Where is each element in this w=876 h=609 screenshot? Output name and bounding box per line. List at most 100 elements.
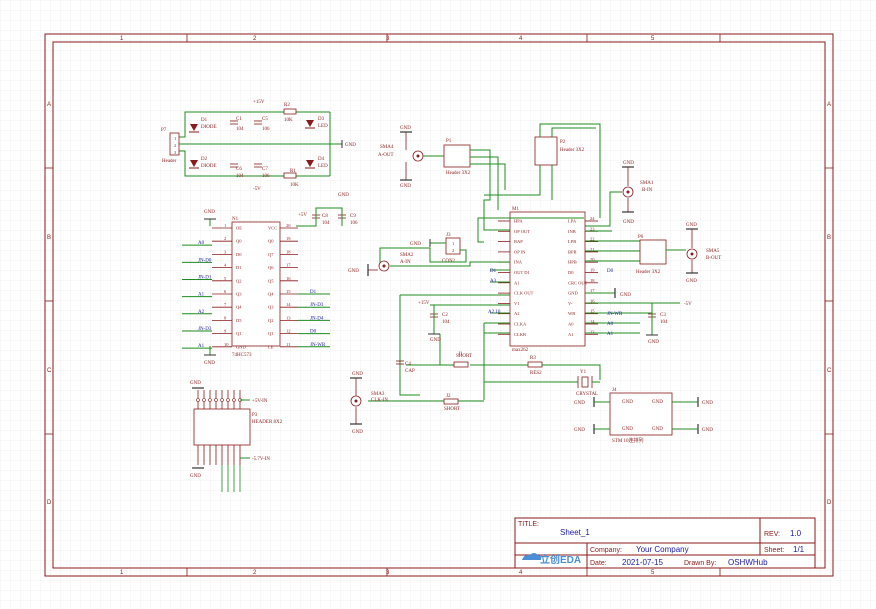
- capacitor-c5[interactable]: C5 106: [254, 117, 270, 132]
- n1-right-pin-name: Q5: [268, 278, 274, 283]
- d3-ref: D3: [318, 117, 325, 122]
- c6-ref: C6: [236, 167, 242, 172]
- m1-right-pin-num: 23: [590, 226, 595, 231]
- n1-ref: N1: [232, 217, 239, 222]
- diode-d1[interactable]: D1 DIODE: [189, 118, 217, 133]
- gnd-j4-4: GND: [702, 428, 713, 433]
- m1-left-pin: CLK OUT: [498, 291, 534, 296]
- sma4-connector[interactable]: GND GND SMA4 A-OUT: [378, 126, 424, 189]
- j4-pin-gnd-4: GND: [652, 427, 663, 432]
- j4-pin-gnd-1: GND: [622, 400, 633, 405]
- n1-left-net-label: A1: [198, 293, 205, 298]
- m1-right-pin-num: 22: [590, 237, 595, 242]
- m1-left-pin-name: BAP: [514, 239, 523, 244]
- gnd-p3-top: GND: [190, 381, 201, 386]
- zone-top-5: 5: [651, 36, 655, 42]
- zone-left-d: D: [47, 500, 52, 506]
- n1-left-pin-name: D5: [236, 318, 242, 323]
- capacitor-c7[interactable]: C7 106: [254, 163, 270, 179]
- n1-right-pin-num: 14: [286, 302, 291, 307]
- m1-right-pin-name: GND: [568, 291, 578, 296]
- n1-left-pin-2: Q02: [212, 236, 242, 244]
- p2-name: Header 3X2: [560, 148, 585, 153]
- net-m1-a0: A0: [607, 322, 614, 327]
- n1-right-pin-name: Q1: [268, 331, 274, 336]
- led-d4[interactable]: D4 LED: [305, 157, 328, 169]
- resistor-r2[interactable]: R2 10K: [283, 103, 297, 123]
- sma1-connector[interactable]: GND GND SMA1 B-IN: [622, 161, 654, 225]
- n1-right-pin-num: 15: [286, 289, 291, 294]
- led-d3[interactable]: D3 LED: [305, 117, 328, 129]
- rev-value: 1.0: [790, 529, 802, 538]
- n1-right-pin-num: 13: [286, 315, 291, 320]
- connector-j4[interactable]: J4 GND GND GND GND STM 10连排列: [609, 388, 673, 444]
- gnd-sma3-bottom: GND: [352, 430, 363, 435]
- jumper-j1[interactable]: J1 SHORT: [453, 352, 472, 368]
- sma5-connector[interactable]: GND GND SMA5 B-OUT: [686, 223, 721, 284]
- diode-d2[interactable]: D2 DIODE: [189, 157, 217, 169]
- net-m5v-m1: -5V: [684, 302, 692, 307]
- zone-top-1: 1: [120, 36, 124, 42]
- n1-left-pin-name: Q0: [236, 239, 242, 244]
- n1-left-pin-name: D1: [236, 265, 242, 270]
- n1-left-pin-name: Q3: [236, 292, 242, 297]
- resistor-r1[interactable]: R1 10K: [283, 169, 299, 188]
- capacitor-c4[interactable]: C4 CAP: [396, 360, 415, 374]
- net-p15v-m1: +15V: [418, 301, 430, 306]
- d2-ref: D2: [201, 157, 208, 162]
- d4-ref: D4: [318, 157, 325, 162]
- gnd-sma1-top: GND: [623, 161, 634, 166]
- n1-right-pin-name: VCC: [268, 226, 277, 231]
- p7-pin-1: 1: [174, 136, 176, 141]
- gnd-sma3-top: GND: [352, 372, 363, 377]
- sma2-connector[interactable]: GND SMA2 A-IN: [348, 253, 414, 276]
- net-m1-d0: D0: [607, 269, 614, 274]
- header-p2[interactable]: P2 Header 3X2: [534, 136, 585, 166]
- n1-left-net-label: JN-D1: [198, 275, 212, 280]
- n1-right-pin-name: Q6: [268, 265, 274, 270]
- gnd-j3: GND: [410, 242, 421, 247]
- capacitor-c6[interactable]: C6 104: [230, 163, 244, 179]
- sma1-name: B-IN: [642, 188, 653, 193]
- c3-value: 104: [660, 320, 668, 325]
- r2-ref: R2: [284, 103, 290, 108]
- ic-n1-74hc573[interactable]: N1 74HC573 OE1Q02D03D14Q25Q36Q47D58Q19GN…: [182, 217, 330, 358]
- header-p6[interactable]: P6 Header 3X2: [636, 235, 667, 275]
- n1-left-net: A2: [182, 310, 212, 315]
- header-p3[interactable]: P3 HEADER 8X2: [193, 390, 283, 465]
- j1-name: SHORT: [456, 354, 472, 359]
- sma3-connector[interactable]: GND GND SMA3 CLK-IN: [350, 372, 388, 435]
- zone-top-3: 3: [386, 36, 390, 42]
- n1-left-pin-6: Q36: [212, 289, 242, 297]
- zone-bottom-1: 1: [120, 570, 124, 576]
- n1-right-pin-num: 19: [286, 236, 291, 241]
- n1-right-net: D0: [298, 330, 330, 335]
- p6-name: Header 3X2: [636, 270, 661, 275]
- p3-gnd: GND GND: [190, 381, 204, 479]
- n1-left-pin-num: 7: [224, 302, 227, 307]
- j2-ref: J2: [446, 394, 451, 399]
- n1-left-pin-3: D03: [212, 249, 242, 257]
- gnd-j4-2: GND: [574, 428, 585, 433]
- m1-left-pin: A2: [498, 311, 520, 316]
- m1-left-pin-name: OUT D1: [514, 270, 530, 275]
- m1-right-pin-name: V-: [568, 301, 573, 306]
- n1-left-net-label: A0: [198, 241, 205, 246]
- p7-pin-3: 3: [174, 150, 177, 155]
- capacitor-c1[interactable]: C1 104: [230, 117, 244, 132]
- n1-left-pin-num: 3: [224, 249, 227, 254]
- n1-right-pin-num: 11: [286, 342, 290, 347]
- sma3-name: CLK-IN: [371, 398, 388, 403]
- m1-right-pin-name: INB: [568, 229, 576, 234]
- gnd-c3: GND: [648, 340, 659, 345]
- n1-gnd: GND GND: [204, 210, 216, 366]
- zone-left-c: C: [47, 368, 52, 374]
- zone-left-a: A: [47, 102, 51, 108]
